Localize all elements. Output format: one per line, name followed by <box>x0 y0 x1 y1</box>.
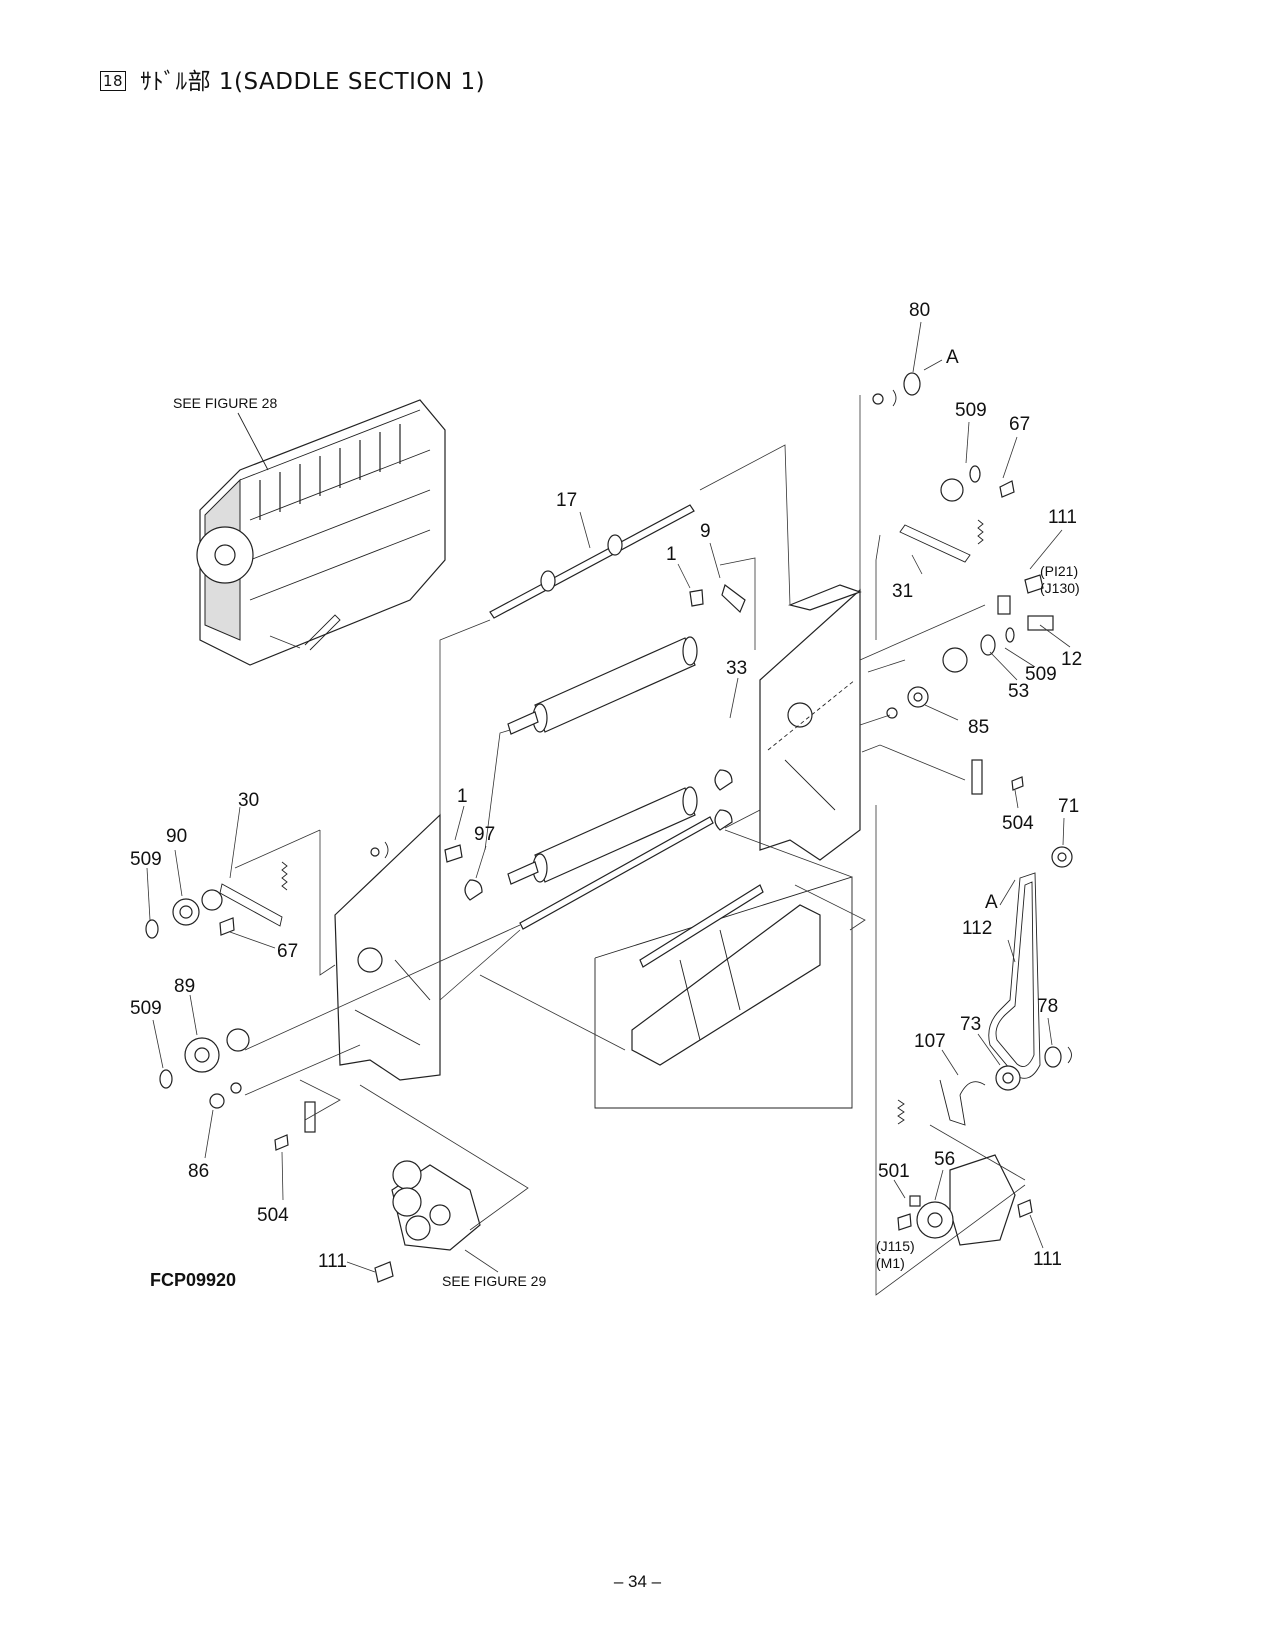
callout-67-top: 67 <box>1009 414 1030 435</box>
lower-shaft <box>519 816 714 930</box>
callout-90: 90 <box>166 826 187 847</box>
callout-509-top: 509 <box>955 400 987 421</box>
callout-A-belt: A <box>985 892 998 913</box>
callout-1-upper: 1 <box>666 544 677 565</box>
see-figure-29-label: SEE FIGURE 29 <box>442 1273 546 1289</box>
paper-guide-assembly <box>594 876 853 1109</box>
callout-17: 17 <box>556 490 577 511</box>
callout-501: 501 <box>878 1161 910 1182</box>
connector-j115: (J115) <box>876 1238 915 1254</box>
section-number-badge: 18 <box>100 71 127 91</box>
see-figure-28-label: SEE FIGURE 28 <box>173 395 277 411</box>
callout-30: 30 <box>238 790 259 811</box>
callout-111-top: 111 <box>1048 507 1077 528</box>
lower-roller <box>507 786 698 885</box>
left-side-frame <box>334 813 441 1081</box>
callout-504-right: 504 <box>1002 813 1034 834</box>
callout-107: 107 <box>914 1031 946 1052</box>
page-title: 18 ｻﾄﾞﾙ部 1(SADDLE SECTION 1) <box>100 62 485 96</box>
figure-code: FCP09920 <box>150 1270 236 1290</box>
connector-pi21: (PI21) <box>1040 563 1078 579</box>
upper-right-parts <box>689 372 1054 831</box>
callout-1-lower: 1 <box>457 786 468 807</box>
callout-71: 71 <box>1058 796 1079 817</box>
callout-78: 78 <box>1037 996 1058 1017</box>
callout-111-bottom-left: 111 <box>318 1251 347 1272</box>
callout-33: 33 <box>726 658 747 679</box>
callout-56: 56 <box>934 1149 955 1170</box>
callout-85: 85 <box>968 717 989 738</box>
callout-111-bottom-right: 111 <box>1033 1249 1062 1270</box>
callout-31: 31 <box>892 581 913 602</box>
upper-feed-assembly <box>196 399 446 666</box>
callout-509-right: 509 <box>1025 664 1057 685</box>
callout-12: 12 <box>1061 649 1082 670</box>
leader-lines <box>146 321 1071 1296</box>
motor-m1-label: (M1) <box>876 1255 905 1271</box>
callout-509-left-top: 509 <box>130 849 162 870</box>
callout-97: 97 <box>474 824 495 845</box>
belt-drive <box>897 846 1073 1126</box>
page-number: – 34 – <box>613 1572 662 1591</box>
callout-80: 80 <box>909 300 930 321</box>
section-title: ｻﾄﾞﾙ部 1(SADDLE SECTION 1) <box>140 69 486 95</box>
motor-m1 <box>897 1154 1033 1246</box>
callout-112: 112 <box>962 918 992 939</box>
callout-A-top: A <box>946 347 959 368</box>
upper-roller <box>507 636 698 735</box>
callout-504-left: 504 <box>257 1205 289 1226</box>
callout-53: 53 <box>1008 681 1029 702</box>
callout-509-left-bottom: 509 <box>130 998 162 1019</box>
callout-86: 86 <box>188 1161 209 1182</box>
connector-j130: (J130) <box>1040 580 1080 596</box>
callout-73: 73 <box>960 1014 981 1035</box>
lower-drive-unit <box>374 1160 481 1283</box>
callout-67-left: 67 <box>277 941 298 962</box>
callout-9: 9 <box>700 521 711 542</box>
shaft-17 <box>489 504 695 619</box>
right-side-frame <box>759 584 862 861</box>
callout-89: 89 <box>174 976 195 997</box>
